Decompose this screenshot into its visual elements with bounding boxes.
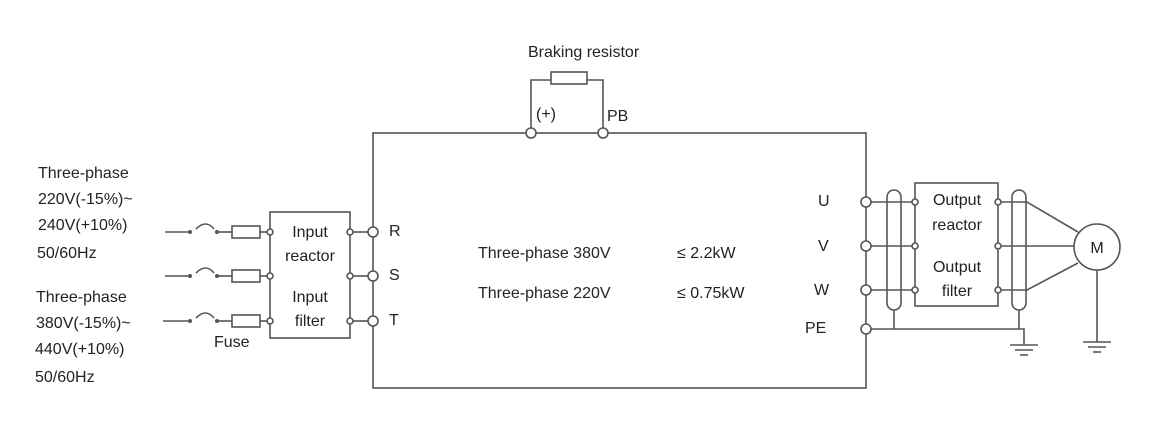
supply-a-label: Three-phase 220V(-15%)~ 240V(+10%) 50/60… (37, 165, 133, 262)
terminal-u-label: U (818, 193, 830, 210)
rating-380v-phase: Three-phase 380V (478, 245, 611, 262)
output-box-terminals (911, 198, 1079, 294)
output-wiring (860, 189, 1038, 356)
terminal-w-label: W (814, 282, 830, 299)
svg-text:filter: filter (942, 283, 973, 300)
svg-text:reactor: reactor (285, 248, 335, 265)
input-box-terminals (266, 228, 368, 325)
terminal-s-label: S (389, 267, 400, 284)
output-box-label: Output reactor Output filter (932, 192, 982, 300)
shield-left (886, 189, 902, 311)
ground-icon (1010, 344, 1038, 356)
svg-text:Input: Input (292, 224, 328, 241)
inverter-box (372, 132, 867, 389)
terminal-pe-label: PE (805, 320, 826, 337)
line-s (165, 267, 268, 283)
line-r (165, 223, 268, 239)
shield-right (1011, 189, 1027, 311)
svg-text:filter: filter (295, 313, 326, 330)
line-t (163, 312, 268, 328)
input-box-label: Input reactor Input filter (285, 224, 335, 330)
rating-220v-phase: Three-phase 220V (478, 285, 611, 302)
svg-text:Output: Output (933, 192, 982, 209)
svg-text:50/60Hz: 50/60Hz (35, 369, 95, 386)
input-lines (163, 223, 268, 328)
rating-220v-power: ≤ 0.75kW (677, 285, 745, 302)
rating-380v-power: ≤ 2.2kW (677, 245, 736, 262)
terminal-t-label: T (389, 312, 399, 329)
pb-label: PB (607, 108, 628, 125)
svg-text:50/60Hz: 50/60Hz (37, 245, 97, 262)
svg-text:Input: Input (292, 289, 328, 306)
ground-icon (1083, 341, 1111, 353)
svg-text:380V(-15%)~: 380V(-15%)~ (36, 315, 131, 332)
braking-resistor-label: Braking resistor (528, 44, 640, 61)
svg-text:Three-phase: Three-phase (38, 165, 129, 182)
motor-label: M (1090, 240, 1103, 257)
fuse-label: Fuse (214, 334, 250, 351)
motor (1073, 223, 1121, 353)
terminal-v-label: V (818, 238, 829, 255)
plus-terminal (525, 127, 537, 139)
pb-terminal (597, 127, 609, 139)
svg-text:reactor: reactor (932, 217, 982, 234)
terminal-r-label: R (389, 223, 401, 240)
plus-label: (+) (536, 106, 556, 123)
input-terminals (367, 226, 379, 327)
svg-text:Output: Output (933, 259, 982, 276)
braking-resistor (525, 71, 609, 139)
svg-text:Three-phase: Three-phase (36, 289, 127, 306)
svg-text:240V(+10%): 240V(+10%) (38, 217, 127, 234)
supply-b-label: Three-phase 380V(-15%)~ 440V(+10%) 50/60… (35, 289, 131, 386)
svg-text:220V(-15%)~: 220V(-15%)~ (38, 191, 133, 208)
svg-text:440V(+10%): 440V(+10%) (35, 341, 124, 358)
